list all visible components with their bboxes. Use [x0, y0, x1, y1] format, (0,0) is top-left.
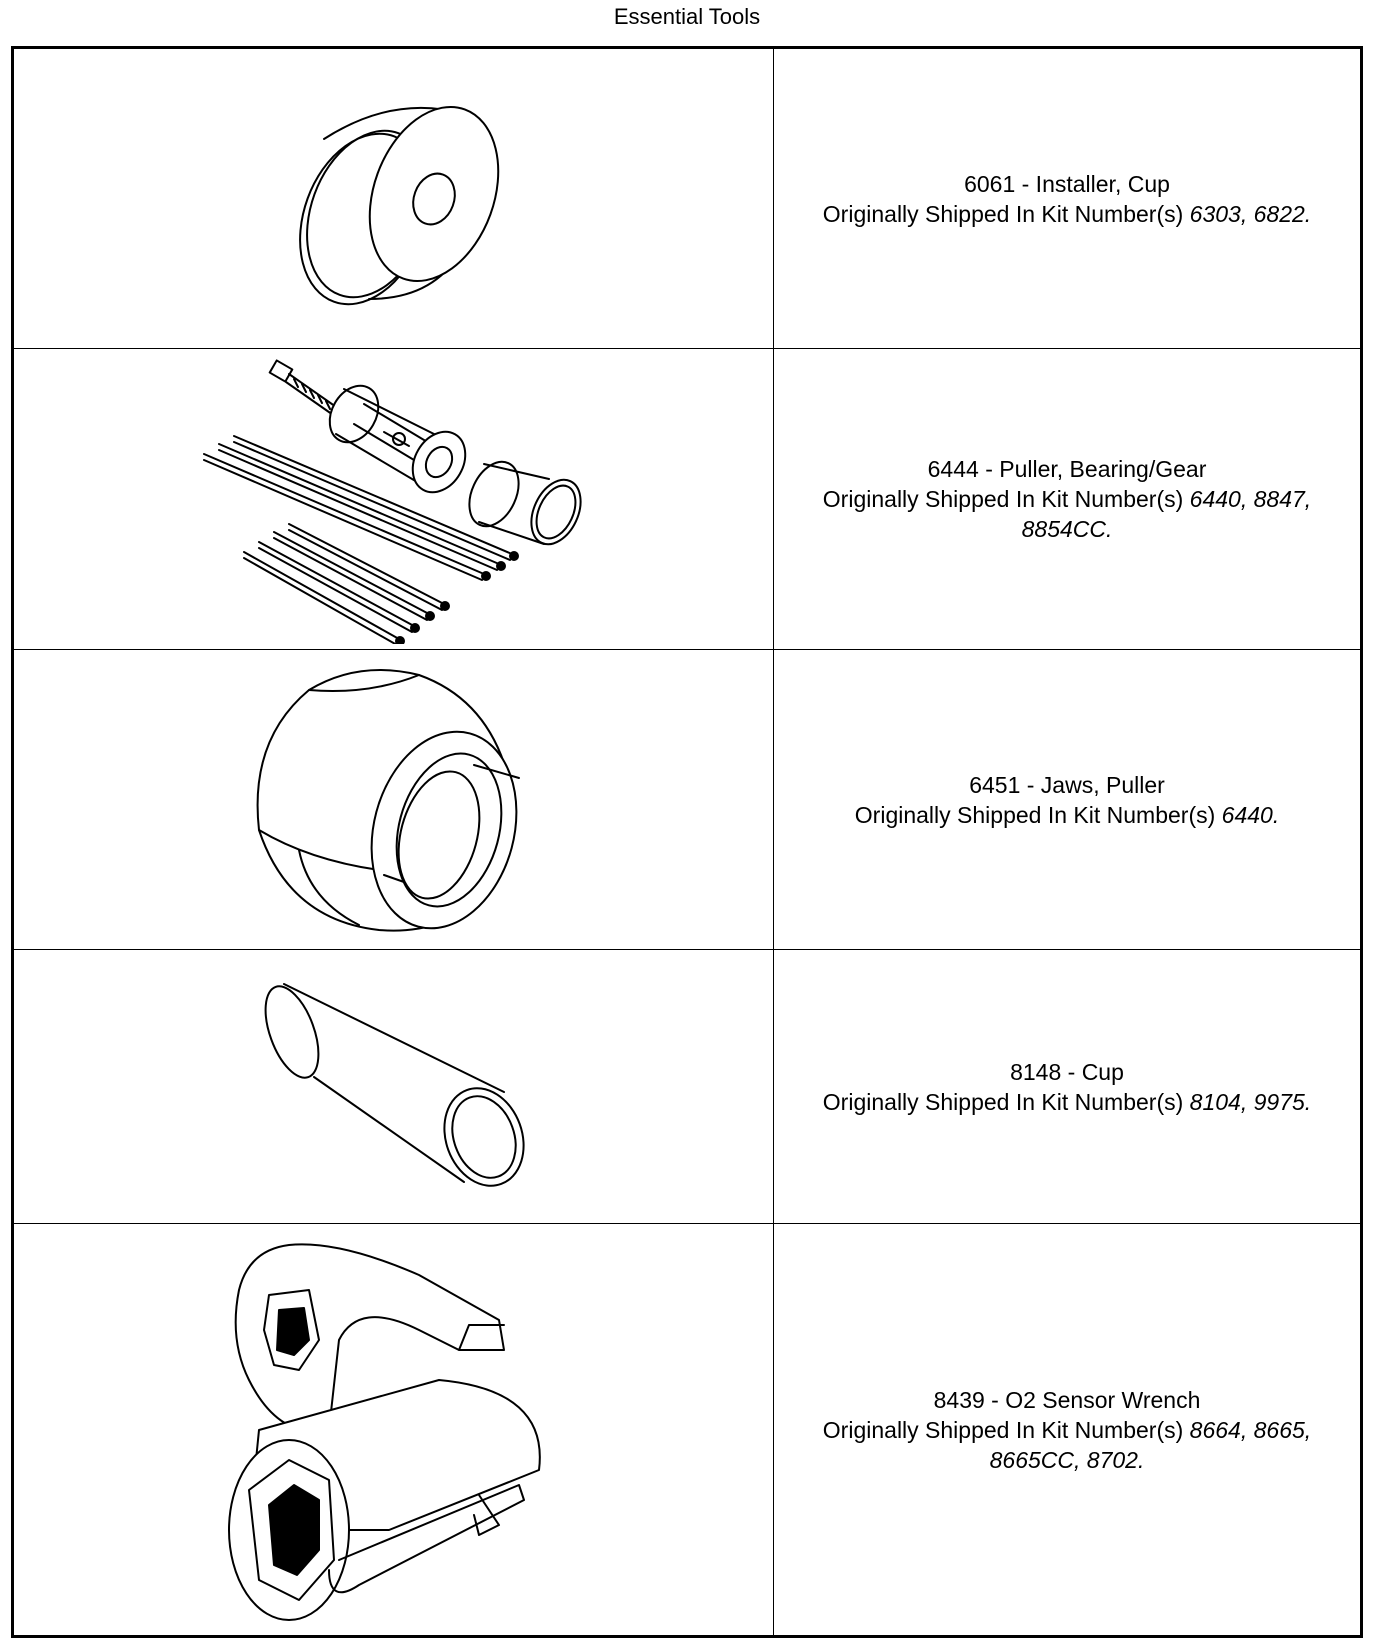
tool-image-cell: [14, 950, 774, 1223]
kit-numbers: 6303, 6822.: [1189, 200, 1312, 227]
tool-description-cell: 6444 - Puller, Bearing/Gear Originally S…: [774, 349, 1360, 649]
tool-kits-line: Originally Shipped In Kit Number(s) 6303…: [823, 199, 1311, 229]
shipped-prefix: Originally Shipped In Kit Number(s): [822, 1416, 1184, 1443]
tool-name: 6451 - Jaws, Puller: [969, 771, 1165, 798]
tool-description-cell: 8148 - Cup Originally Shipped In Kit Num…: [774, 950, 1360, 1223]
kit-numbers-continued: 8854CC.: [1021, 516, 1113, 542]
tools-table: 6061 - Installer, Cup Originally Shipped…: [11, 46, 1363, 1638]
tool-image-cell: [14, 650, 774, 949]
tool-row: 8439 - O2 Sensor Wrench Originally Shipp…: [14, 1224, 1360, 1635]
tool-name: 6444 - Puller, Bearing/Gear: [927, 456, 1207, 482]
cup-installer-icon: [298, 105, 499, 305]
tool-name: 6061 - Installer, Cup: [964, 170, 1170, 197]
page-title: Essential Tools: [613, 4, 761, 29]
tool-row: 6444 - Puller, Bearing/Gear Originally S…: [14, 349, 1360, 650]
kit-numbers: 8664, 8665,: [1189, 1416, 1312, 1443]
cup-icon: [264, 982, 525, 1187]
kit-numbers-continued: 8665CC, 8702.: [989, 1446, 1145, 1473]
kit-numbers: 6440, 8847,: [1189, 486, 1312, 512]
tool-kits-line: Originally Shipped In Kit Number(s) 8664…: [823, 1415, 1311, 1445]
tool-kits-line: Originally Shipped In Kit Number(s) 8104…: [823, 1087, 1311, 1117]
tool-description-cell: 6061 - Installer, Cup Originally Shipped…: [774, 49, 1360, 348]
shipped-prefix: Originally Shipped In Kit Number(s): [854, 801, 1216, 828]
tool-image-cell: [14, 1224, 774, 1635]
tool-kits-line: Originally Shipped In Kit Number(s) 6440…: [855, 800, 1279, 830]
tool-image-cell: [14, 349, 774, 649]
puller-jaws-icon: [256, 668, 520, 932]
tool-name: 8148 - Cup: [1010, 1058, 1124, 1085]
shipped-prefix: Originally Shipped In Kit Number(s): [822, 200, 1184, 227]
tool-row: 6061 - Installer, Cup Originally Shipped…: [14, 49, 1360, 349]
tool-row: 6451 - Jaws, Puller Originally Shipped I…: [14, 650, 1360, 950]
shipped-prefix: Originally Shipped In Kit Number(s): [822, 486, 1184, 512]
tool-description-cell: 8439 - O2 Sensor Wrench Originally Shipp…: [774, 1224, 1360, 1635]
kit-numbers: 8104, 9975.: [1189, 1088, 1312, 1115]
tool-row: 8148 - Cup Originally Shipped In Kit Num…: [14, 950, 1360, 1224]
tool-image-cell: [14, 49, 774, 348]
tool-name: 8439 - O2 Sensor Wrench: [933, 1386, 1201, 1413]
kit-numbers: 6440.: [1221, 801, 1280, 828]
o2-sensor-wrench-icon: [227, 1242, 541, 1621]
tool-description-cell: 6451 - Jaws, Puller Originally Shipped I…: [774, 650, 1360, 949]
bearing-gear-puller-icon: [202, 359, 582, 644]
tool-kits-line: Originally Shipped In Kit Number(s) 6440…: [823, 484, 1311, 514]
shipped-prefix: Originally Shipped In Kit Number(s): [822, 1088, 1184, 1115]
